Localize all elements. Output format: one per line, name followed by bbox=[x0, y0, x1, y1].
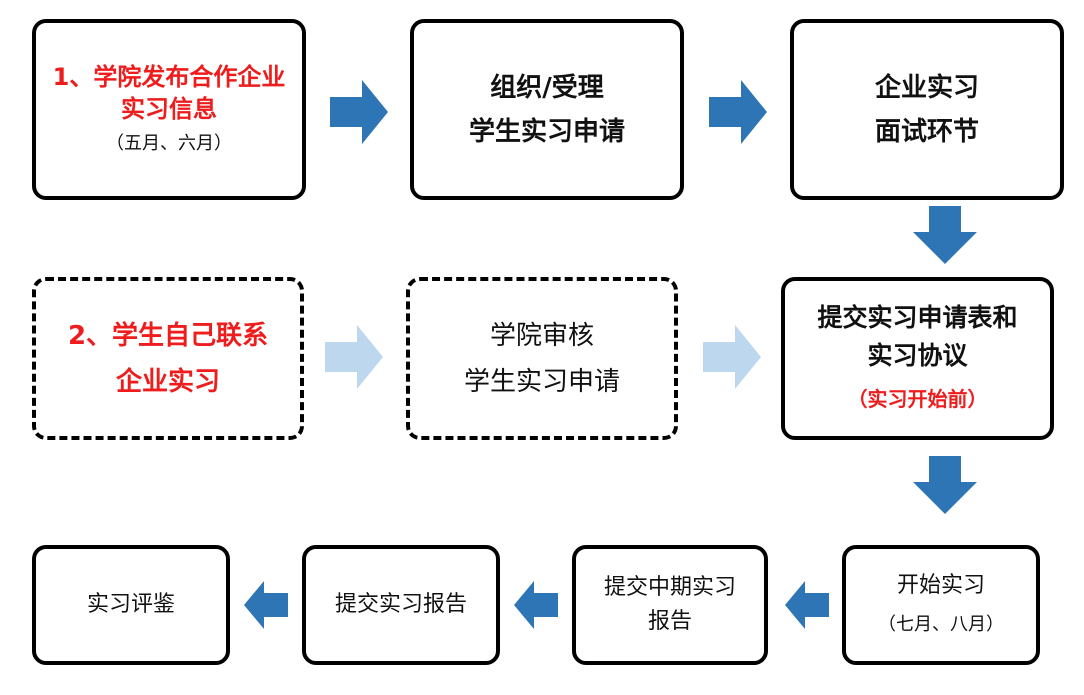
step-start-period: （七月、八月） bbox=[878, 614, 1004, 635]
step-review-line1: 学院审核 bbox=[489, 320, 594, 351]
arrow-right-light-icon bbox=[703, 325, 761, 389]
arrow-left-icon bbox=[785, 581, 829, 629]
step-submit-application-agreement: 提交实习申请表和 实习协议 （实习开始前） bbox=[781, 277, 1054, 440]
step-report-line1: 提交实习报告 bbox=[334, 592, 467, 617]
step-submit-app-line1: 提交实习申请表和 bbox=[817, 302, 1018, 332]
step-submit-app-line2: 实习协议 bbox=[867, 340, 968, 370]
step-company-interview: 企业实习 面试环节 bbox=[790, 19, 1064, 200]
step-interview-line2: 面试环节 bbox=[874, 116, 979, 147]
step-college-review: 学院审核 学生实习申请 bbox=[406, 277, 678, 440]
step-self-contact-line2: 企业实习 bbox=[115, 366, 220, 397]
step-midterm-line2: 报告 bbox=[647, 609, 692, 634]
arrow-right-icon bbox=[709, 80, 767, 144]
step-college-publish-info: 1、学院发布合作企业 实习信息 （五月、六月） bbox=[32, 19, 306, 200]
arrow-left-icon bbox=[244, 581, 288, 629]
arrow-right-light-icon bbox=[325, 325, 383, 389]
step-review-line2: 学生实习申请 bbox=[463, 366, 620, 397]
step-midterm-line1: 提交中期实习 bbox=[603, 575, 736, 600]
arrow-down-icon bbox=[913, 206, 977, 264]
arrow-down-icon bbox=[913, 456, 977, 514]
step-student-self-contact: 2、学生自己联系 企业实习 bbox=[32, 277, 304, 440]
step-self-contact-line1: 2、学生自己联系 bbox=[67, 320, 269, 351]
arrow-left-icon bbox=[514, 581, 558, 629]
step-college-publish-line1: 1、学院发布合作企业 bbox=[52, 62, 286, 91]
step-internship-evaluation: 实习评鉴 bbox=[32, 545, 230, 665]
arrow-right-icon bbox=[330, 80, 388, 144]
step-interview-line1: 企业实习 bbox=[874, 72, 979, 103]
step-start-line1: 开始实习 bbox=[896, 573, 985, 598]
step-college-publish-period: （五月、六月） bbox=[106, 132, 232, 154]
step-submit-midterm-report: 提交中期实习 报告 bbox=[572, 545, 768, 665]
step-evaluation-line1: 实习评鉴 bbox=[86, 592, 175, 617]
step-start-internship: 开始实习 （七月、八月） bbox=[842, 545, 1040, 665]
step-organize-line1: 组织/受理 bbox=[490, 72, 604, 103]
step-organize-accept-application: 组织/受理 学生实习申请 bbox=[410, 19, 684, 200]
step-organize-line2: 学生实习申请 bbox=[468, 116, 625, 147]
step-college-publish-line2: 实习信息 bbox=[121, 94, 217, 123]
step-submit-app-timing: （实习开始前） bbox=[847, 386, 988, 411]
step-submit-internship-report: 提交实习报告 bbox=[302, 545, 500, 665]
